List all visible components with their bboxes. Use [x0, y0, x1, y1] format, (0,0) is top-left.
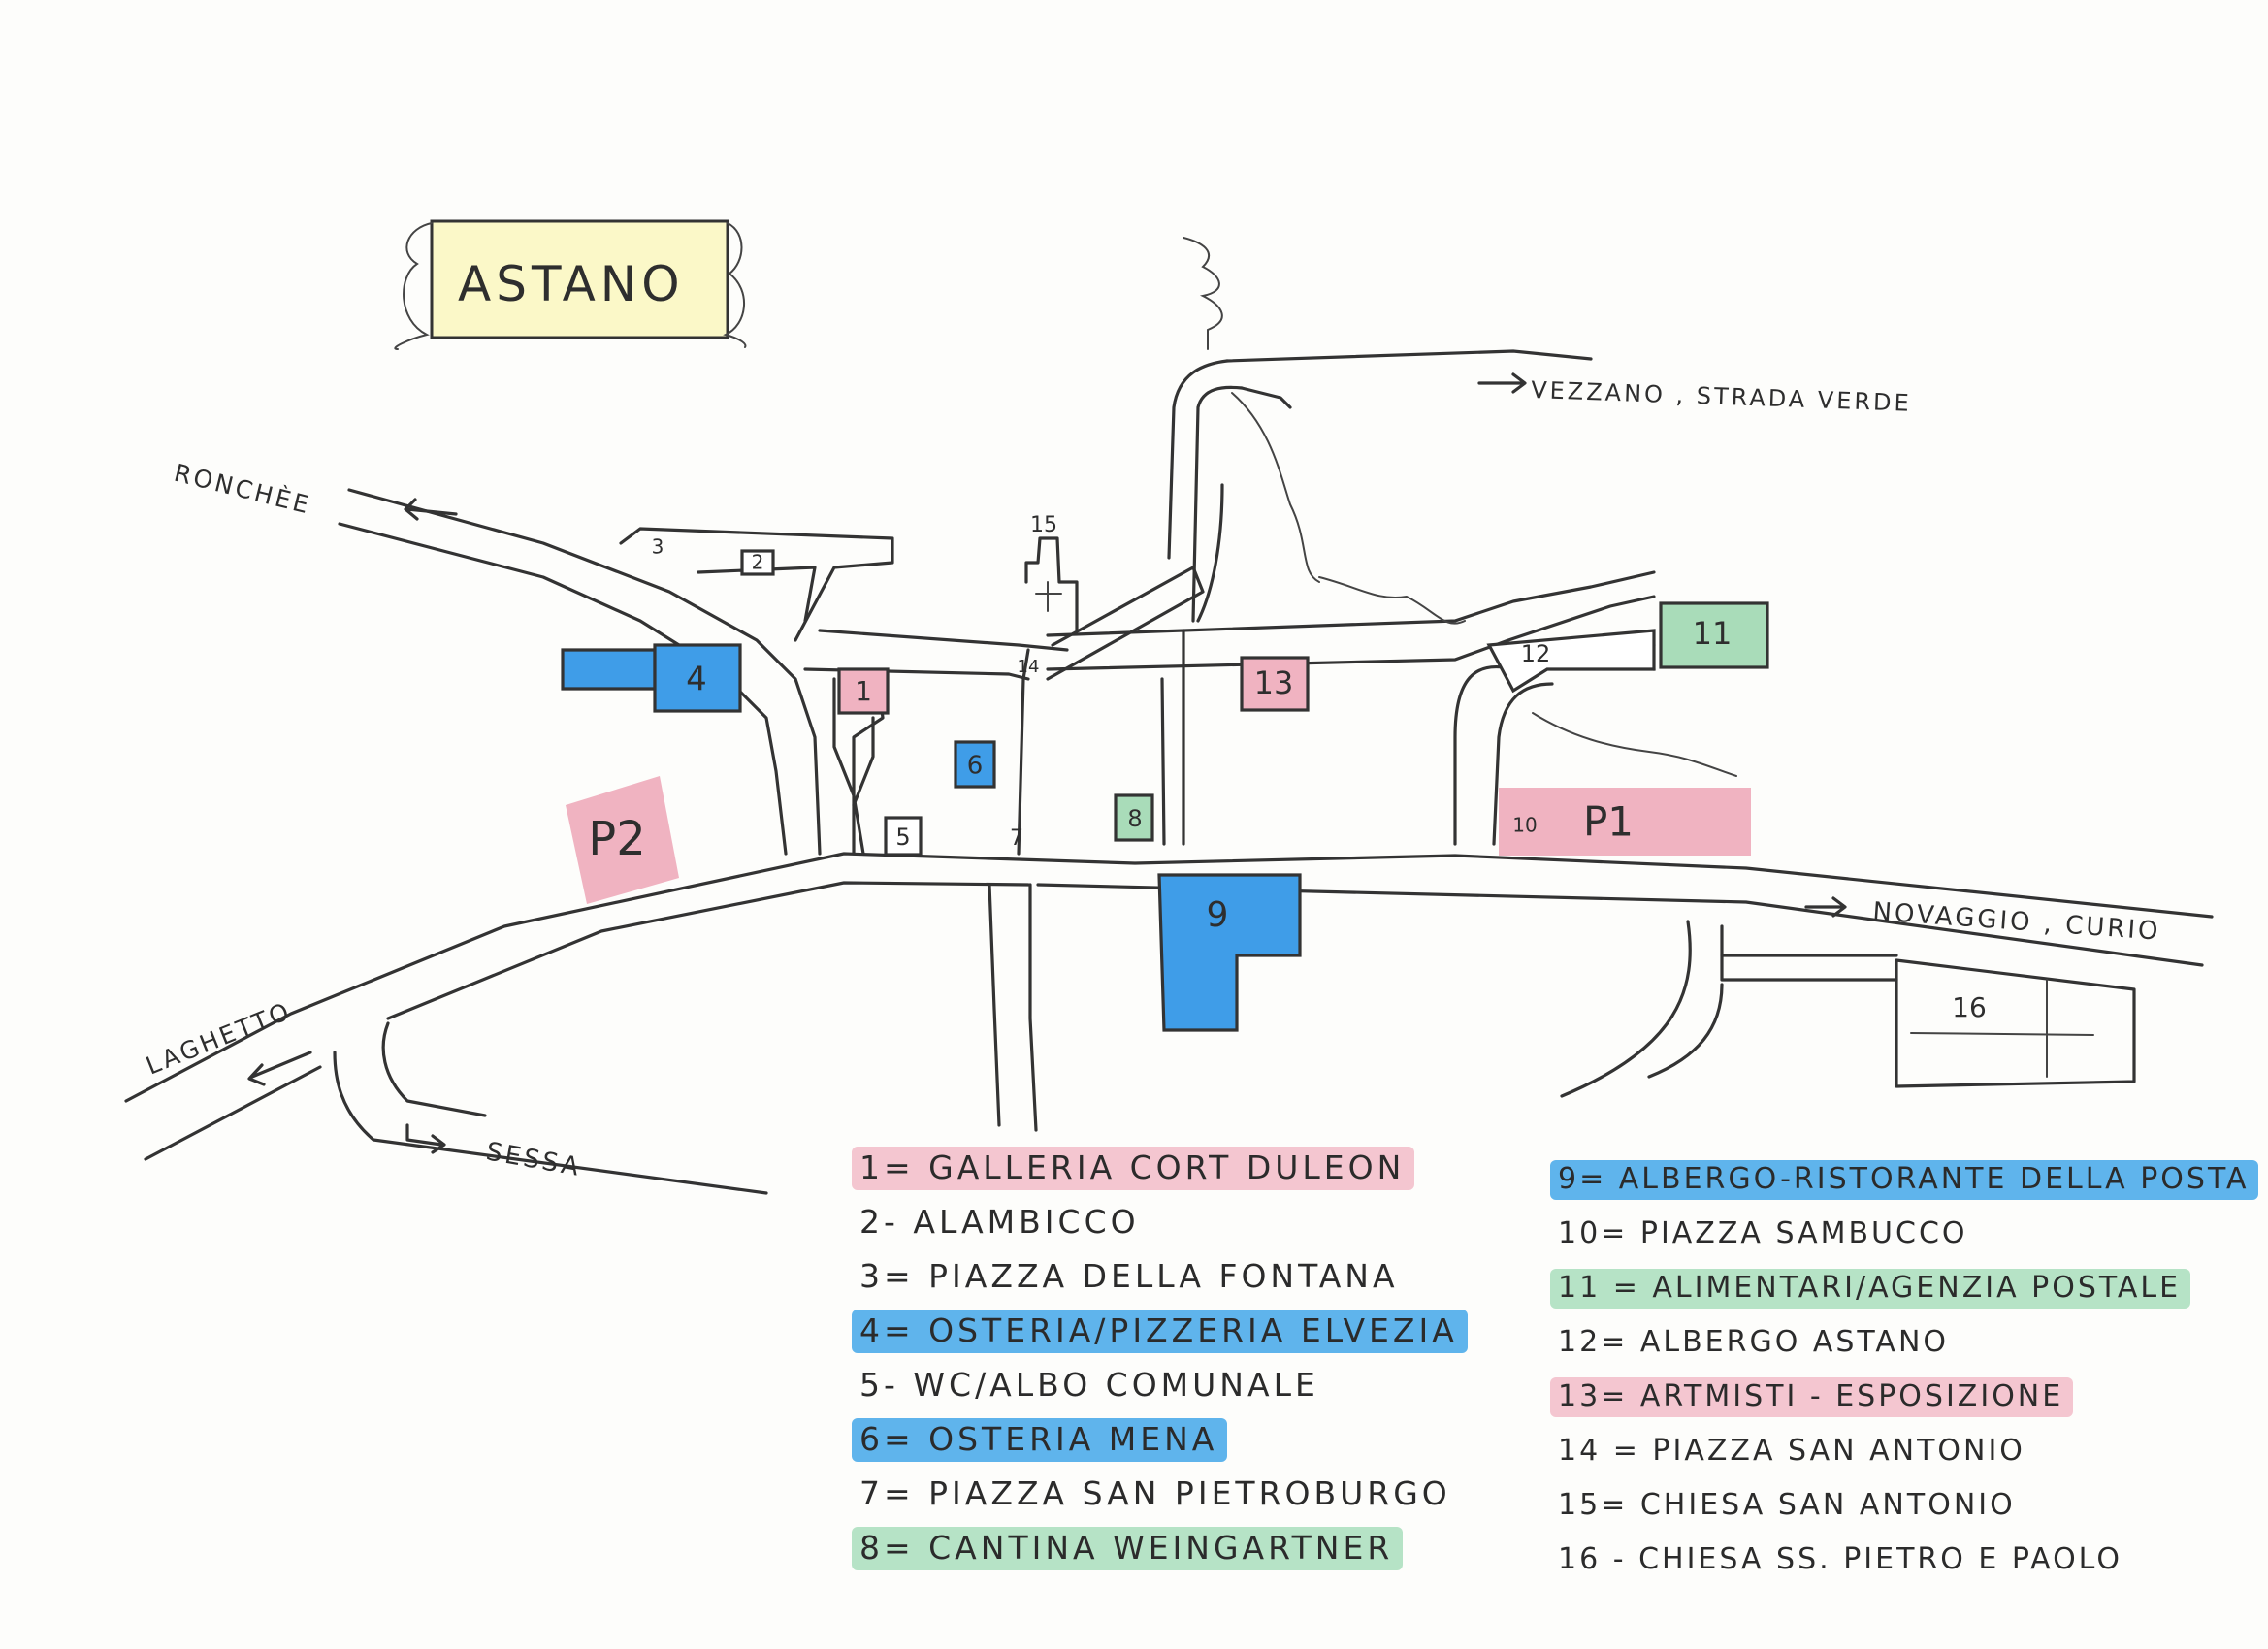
building-12: [1486, 629, 1656, 694]
marker-9: 9: [1207, 895, 1229, 935]
legend-item: 13= ARTMISTI - ESPOSIZIONE: [1550, 1372, 2258, 1426]
building-4: [653, 643, 742, 713]
legend-item: 15= CHIESA SAN ANTONIO: [1550, 1480, 2258, 1535]
marker-2: 2: [752, 551, 764, 574]
place-labels: RONCHÈE VEZZANO , STRADA VERDE NOVAGGIO …: [142, 376, 2161, 1182]
legend-item: 11 = ALIMENTARI/AGENZIA POSTALE: [1550, 1263, 2258, 1317]
title-banner: ASTANO: [394, 219, 747, 350]
legend-item: 3= PIAZZA DELLA FONTANA: [852, 1251, 1468, 1306]
legend-item-text: 1= GALLERIA CORT DULEON: [852, 1147, 1415, 1190]
legend-item-text: 13= ARTMISTI - ESPOSIZIONE: [1550, 1377, 2074, 1417]
building-13: [1240, 656, 1310, 712]
marker-16: 16: [1952, 991, 1987, 1023]
legend-right: 9= ALBERGO-RISTORANTE DELLA POSTA 10= PI…: [1550, 1154, 2259, 1589]
legend-item: 9= ALBERGO-RISTORANTE DELLA POSTA: [1550, 1154, 2259, 1209]
marker-8: 8: [1127, 805, 1142, 832]
building-9: [1157, 873, 1302, 1032]
legend-item-text: 4= OSTERIA/PIZZERIA ELVEZIA: [852, 1310, 1468, 1353]
legend-item: 6= OSTERIA MENA: [852, 1414, 1468, 1469]
marker-15: 15: [1030, 513, 1057, 537]
marker-12: 12: [1521, 640, 1551, 667]
legend-item: 10= PIAZZA SAMBUCCO: [1550, 1209, 2258, 1263]
legend-item: 8= CANTINA WEINGARTNER: [852, 1523, 1468, 1577]
legend-item: 5- WC/ALBO COMUNALE: [852, 1360, 1468, 1414]
legend-item: 2- ALAMBICCO: [852, 1197, 1468, 1251]
markers: 1 2 3 4 5 6 7 8 9 10 11 12 13 14 15 16 P…: [588, 513, 1987, 1023]
legend-item: 12= ALBERGO ASTANO: [1550, 1317, 2258, 1372]
marker-3: 3: [652, 535, 664, 559]
building-5: [884, 816, 923, 857]
legend-item: 1= GALLERIA CORT DULEON: [852, 1143, 1468, 1197]
parking-p2: [566, 776, 679, 904]
legend-item-text: 5- WC/ALBO COMUNALE: [859, 1366, 1319, 1404]
building-1: [837, 667, 890, 715]
legend-item-text: 2- ALAMBICCO: [859, 1203, 1140, 1241]
legend-left: 1= GALLERIA CORT DULEON 2- ALAMBICCO 3= …: [852, 1143, 1468, 1577]
marker-5: 5: [895, 824, 910, 851]
marker-6: 6: [967, 752, 984, 781]
marker-14: 14: [1018, 657, 1040, 677]
legend-item-text: 6= OSTERIA MENA: [852, 1418, 1228, 1462]
parking-p1: [1499, 788, 1751, 856]
marker-4: 4: [686, 661, 707, 699]
marker-10: 10: [1512, 814, 1537, 837]
marker-7: 7: [1010, 826, 1023, 851]
legend-item-text: 7= PIAZZA SAN PIETROBURGO: [859, 1474, 1451, 1512]
legend-item-text: 12= ALBERGO ASTANO: [1558, 1325, 1949, 1359]
building-2: [740, 549, 775, 576]
legend-item: 7= PIAZZA SAN PIETROBURGO: [852, 1469, 1468, 1523]
legend-item-text: 10= PIAZZA SAMBUCCO: [1558, 1216, 1968, 1250]
legend-item-text: 3= PIAZZA DELLA FONTANA: [859, 1257, 1399, 1295]
legend-item: 14 = PIAZZA SAN ANTONIO: [1550, 1426, 2258, 1480]
label-vezzano: VEZZANO , STRADA VERDE: [1531, 376, 1912, 417]
marker-p1: P1: [1583, 798, 1634, 846]
legend-item: 4= OSTERIA/PIZZERIA ELVEZIA: [852, 1306, 1468, 1360]
legend-item-text: 9= ALBERGO-RISTORANTE DELLA POSTA: [1550, 1160, 2259, 1200]
legend-item-text: 16 - CHIESA SS. PIETRO E PAOLO: [1558, 1542, 2122, 1576]
label-ronchee: RONCHÈE: [172, 459, 314, 520]
legend-item-text: 11 = ALIMENTARI/AGENZIA POSTALE: [1550, 1269, 2191, 1309]
building-11: [1659, 601, 1769, 669]
map-title: ASTANO: [458, 256, 685, 312]
marker-p2: P2: [588, 812, 645, 866]
label-sessa: SESSA: [484, 1137, 584, 1182]
roads: [124, 237, 2214, 1195]
legend-item-text: 15= CHIESA SAN ANTONIO: [1558, 1488, 2016, 1522]
legend-item-text: 8= CANTINA WEINGARTNER: [852, 1527, 1404, 1570]
building-8: [1114, 793, 1154, 842]
marker-11: 11: [1693, 615, 1733, 652]
buildings: [561, 549, 2136, 1088]
marker-1: 1: [855, 675, 872, 707]
marker-13: 13: [1254, 664, 1294, 701]
building-6: [954, 740, 996, 789]
legend-item-text: 14 = PIAZZA SAN ANTONIO: [1558, 1434, 2025, 1468]
legend-item: 16 - CHIESA SS. PIETRO E PAOLO: [1550, 1535, 2258, 1589]
